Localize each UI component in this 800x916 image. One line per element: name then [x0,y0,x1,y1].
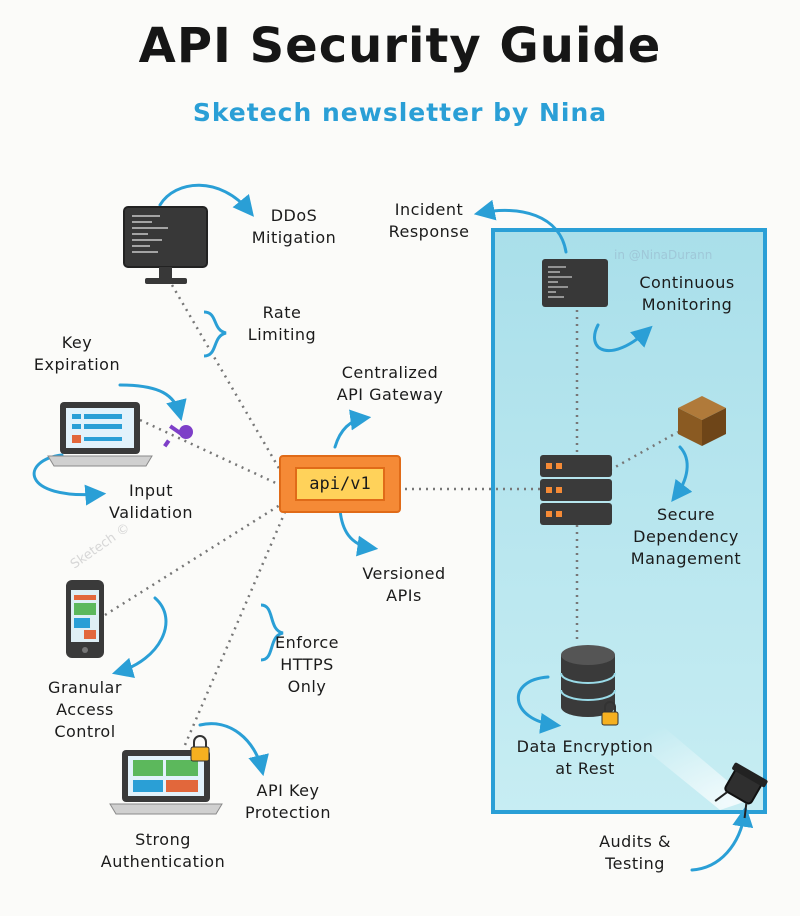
page-title: API Security Guide [138,18,662,74]
author-watermark: in @NinaDurann [614,248,713,262]
terminal-icon [542,259,608,307]
laptop-lock-icon [109,735,223,815]
label-input-validation: Input Validation [108,481,193,522]
label-incident-response: Incident Response [388,200,470,241]
dotted-connectors [104,284,679,746]
label-strong-authentication: Strong Authentication [100,830,226,871]
padlock-icon [190,735,210,762]
server-icon [540,455,612,525]
arrow-icon [158,183,254,217]
label-ddos-mitigation: DDoS Mitigation [251,206,337,247]
label-enforce-https: Enforce HTTPS Only [274,633,340,696]
box-icon [678,396,726,446]
padlock-icon [601,701,619,726]
label-audits-testing: Audits & Testing [599,832,671,873]
curved-arrows [32,183,754,872]
phone-icon [66,580,104,658]
spotlight-icon [714,762,768,819]
label-key-expiration: Key Expiration [33,333,121,374]
brace-icon [203,310,284,662]
database-icon [560,645,619,726]
gateway-label: api/v1 [309,474,371,494]
label-versioned-apis: Versioned APIs [362,564,446,605]
laptop-icon [47,402,153,467]
page-subtitle: Sketech newsletter by Nina [192,98,608,127]
label-data-encryption: Data Encryption at Rest [516,737,654,778]
key-icon [163,424,193,448]
label-centralized-gateway: Centralized API Gateway [336,363,444,404]
label-rate-limiting: Rate Limiting [247,303,317,344]
gateway-box [279,455,401,513]
label-continuous-monitoring: Continuous Monitoring [639,273,735,314]
monitor-icon [123,206,208,284]
infrastructure-panel [491,228,767,814]
label-secure-dependency: Secure Dependency Management [630,505,742,568]
label-api-key-protection: API Key Protection [245,781,331,822]
label-granular-access: Granular Access Control [48,678,122,741]
